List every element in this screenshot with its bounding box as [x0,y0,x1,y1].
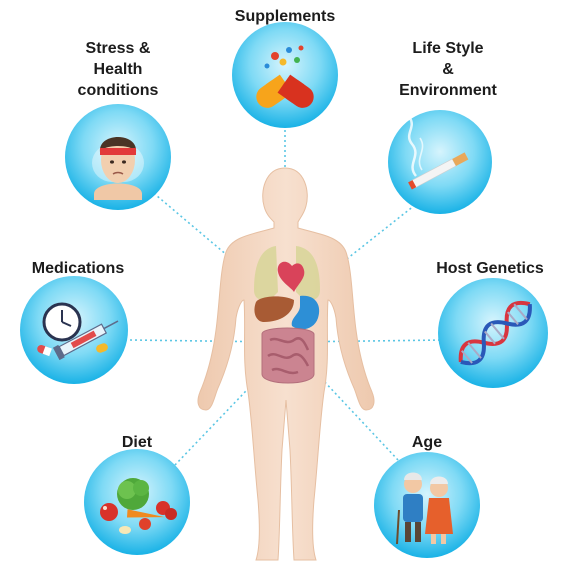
label-genetics: Host Genetics [420,258,560,279]
label-lifestyle-line-2: & [383,59,513,80]
label-supplements: Supplements [185,6,385,27]
label-diet: Diet [100,432,174,453]
bubble-lifestyle [388,110,492,214]
label-lifestyle: Life Style & Environment [383,38,513,101]
label-lifestyle-line-3: Environment [383,80,513,101]
label-supplements-line-1: Supplements [185,6,385,27]
label-stress-line-3: conditions [58,80,178,101]
bubble-age [374,452,480,558]
human-body-icon [198,168,374,560]
label-age: Age [392,432,462,453]
label-lifestyle-line-1: Life Style [383,38,513,59]
label-medications-line-1: Medications [8,258,148,279]
label-genetics-line-1: Host Genetics [420,258,560,279]
bubble-supplements [232,22,338,128]
label-stress-line-2: Health [58,59,178,80]
label-age-line-1: Age [392,432,462,453]
label-medications: Medications [8,258,148,279]
label-diet-line-1: Diet [100,432,174,453]
label-stress: Stress & Health conditions [58,38,178,101]
bubble-genetics [438,278,548,388]
label-stress-line-1: Stress & [58,38,178,59]
